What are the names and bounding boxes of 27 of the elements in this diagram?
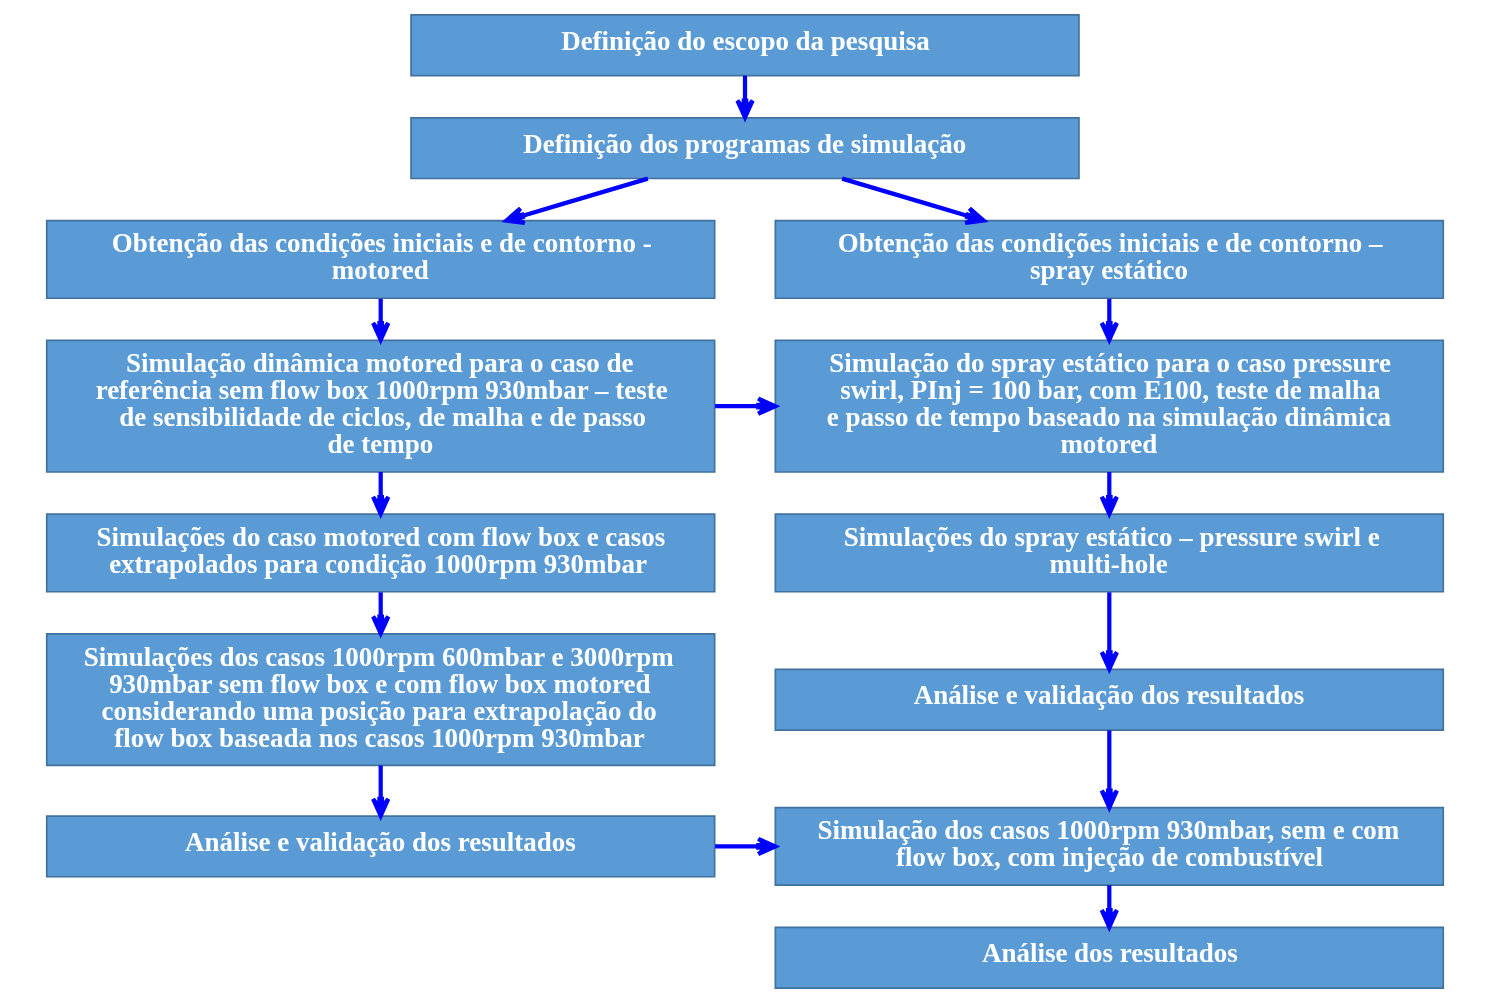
node-box: Obtenção das condições iniciais e de contorno – spray estático [774,219,1444,300]
arrow [1099,298,1119,343]
node-box: Simulação do spray estático para o caso pressure swirl, PInj = 100 bar, com E100, teste de malha e passo de tempo baseado na simulação dinâmica motored [774,339,1444,473]
node-box: Análise e validação dos resultados [774,668,1444,731]
node-box: Definição dos programas de simulação [409,116,1080,180]
arrow [503,176,648,226]
arrow [370,765,390,818]
arrow [1099,885,1119,930]
node-box: Definição do escopo da pesquisa [409,14,1080,77]
arrow [1099,730,1119,810]
arrow [370,298,390,343]
arrow [734,75,755,120]
node-box: Obtenção das condições iniciais e de contorno - motored [45,219,715,300]
arrow [1099,592,1119,672]
node-box: Simulações do spray estático – pressure swirl e multi-hole [774,513,1444,593]
node-box: Simulação dinâmica motored para o caso de referência sem flow box 1000rpm 930mbar – teste de sensibilidade de ciclos, de malha e de passo de tempo [45,339,715,473]
node-box: Simulação dos casos 1000rpm 930mbar, sem e com flow box, com injeção de combustível [774,806,1444,887]
arrow [1099,472,1119,516]
arrow [714,396,777,416]
node-box: Simulações do caso motored com flow box e casos extrapolados para condição 1000rpm 930mbar [45,513,715,593]
arrow [370,472,390,516]
node-box: Análise e validação dos resultados [45,815,715,878]
arrow [714,836,777,857]
arrow [841,176,986,226]
node-box: Análise dos resultados [774,926,1444,989]
node-box: Simulações dos casos 1000rpm 600mbar e 3000rpm 930mbar sem flow box e com flow box motored considerando uma posição para extrapolação do flow box baseada nos casos 1000rpm 930mbar [45,633,715,767]
arrow [370,592,390,636]
